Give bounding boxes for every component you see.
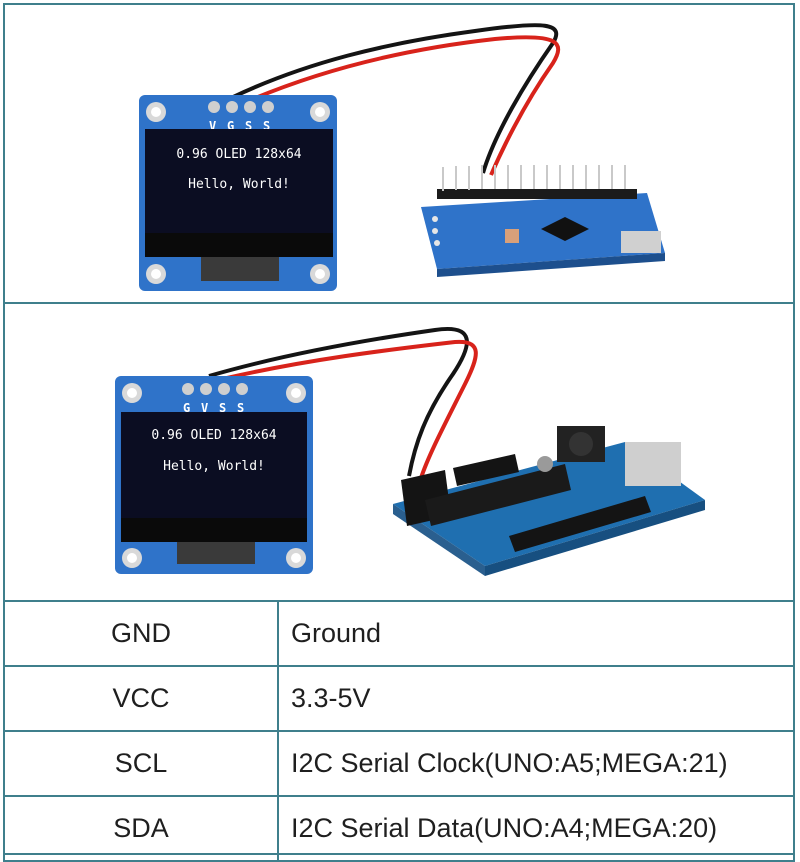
oled-screen — [145, 129, 333, 233]
header-pin-label: V — [201, 401, 208, 415]
pin-name: SDA — [3, 795, 279, 862]
header-pin-label: G — [183, 401, 190, 415]
header-pin-label: G — [227, 119, 234, 133]
pin-name: VCC — [3, 665, 279, 732]
oled-line-1: 0.96 OLED 128x64 — [151, 428, 276, 443]
oled-line-2: Hello, World! — [163, 459, 265, 474]
oled-screen — [121, 412, 307, 518]
pin-name: SCL — [3, 730, 279, 797]
wiring-photo-uno: G V S S 0.96 OLED 128x64 Hello, World! — [3, 304, 795, 600]
pin-description: I2C Serial Clock(UNO:A5;MEGA:21) — [277, 730, 795, 797]
oled-module: V G S S 0.96 OLED 128x64 Hello, World! — [139, 95, 337, 291]
red-wire — [226, 339, 478, 479]
table-row: GND Ground — [3, 600, 795, 667]
header-pin-label: V — [209, 119, 216, 133]
nano-wiring-illustration: V G S S 0.96 OLED 128x64 Hello, World! — [139, 23, 665, 291]
arduino-uno-board — [393, 426, 705, 576]
black-wire — [232, 23, 559, 174]
oled-line-2: Hello, World! — [188, 177, 290, 192]
table-row: SCL I2C Serial Clock(UNO:A5;MEGA:21) — [3, 730, 795, 797]
pin-description: 3.3-5V — [277, 665, 795, 732]
oled-module: G V S S 0.96 OLED 128x64 Hello, World! — [115, 376, 313, 574]
pin-name: GND — [3, 600, 279, 667]
arduino-nano-board — [421, 165, 665, 277]
pin-description: I2C Serial Data(UNO:A4;MEGA:20) — [277, 795, 795, 862]
header-pin-label: S — [219, 401, 226, 415]
wiring-photo-nano: V G S S 0.96 OLED 128x64 Hello, World! — [3, 3, 795, 303]
pin-description: Ground — [277, 600, 795, 667]
header-pin-label: S — [237, 401, 244, 415]
black-wire — [208, 326, 469, 477]
uno-wiring-illustration: G V S S 0.96 OLED 128x64 Hello, World! — [115, 326, 705, 576]
header-pin-label: S — [263, 119, 270, 133]
oled-line-1: 0.96 OLED 128x64 — [176, 147, 301, 162]
red-wire — [252, 35, 561, 176]
table-row: VCC 3.3-5V — [3, 665, 795, 732]
panel-divider — [3, 302, 795, 304]
header-pin-label: S — [245, 119, 252, 133]
table-row: SDA I2C Serial Data(UNO:A4;MEGA:20) — [3, 795, 795, 862]
pin-table: GND Ground VCC 3.3-5V SCL I2C Serial Clo… — [3, 600, 795, 862]
